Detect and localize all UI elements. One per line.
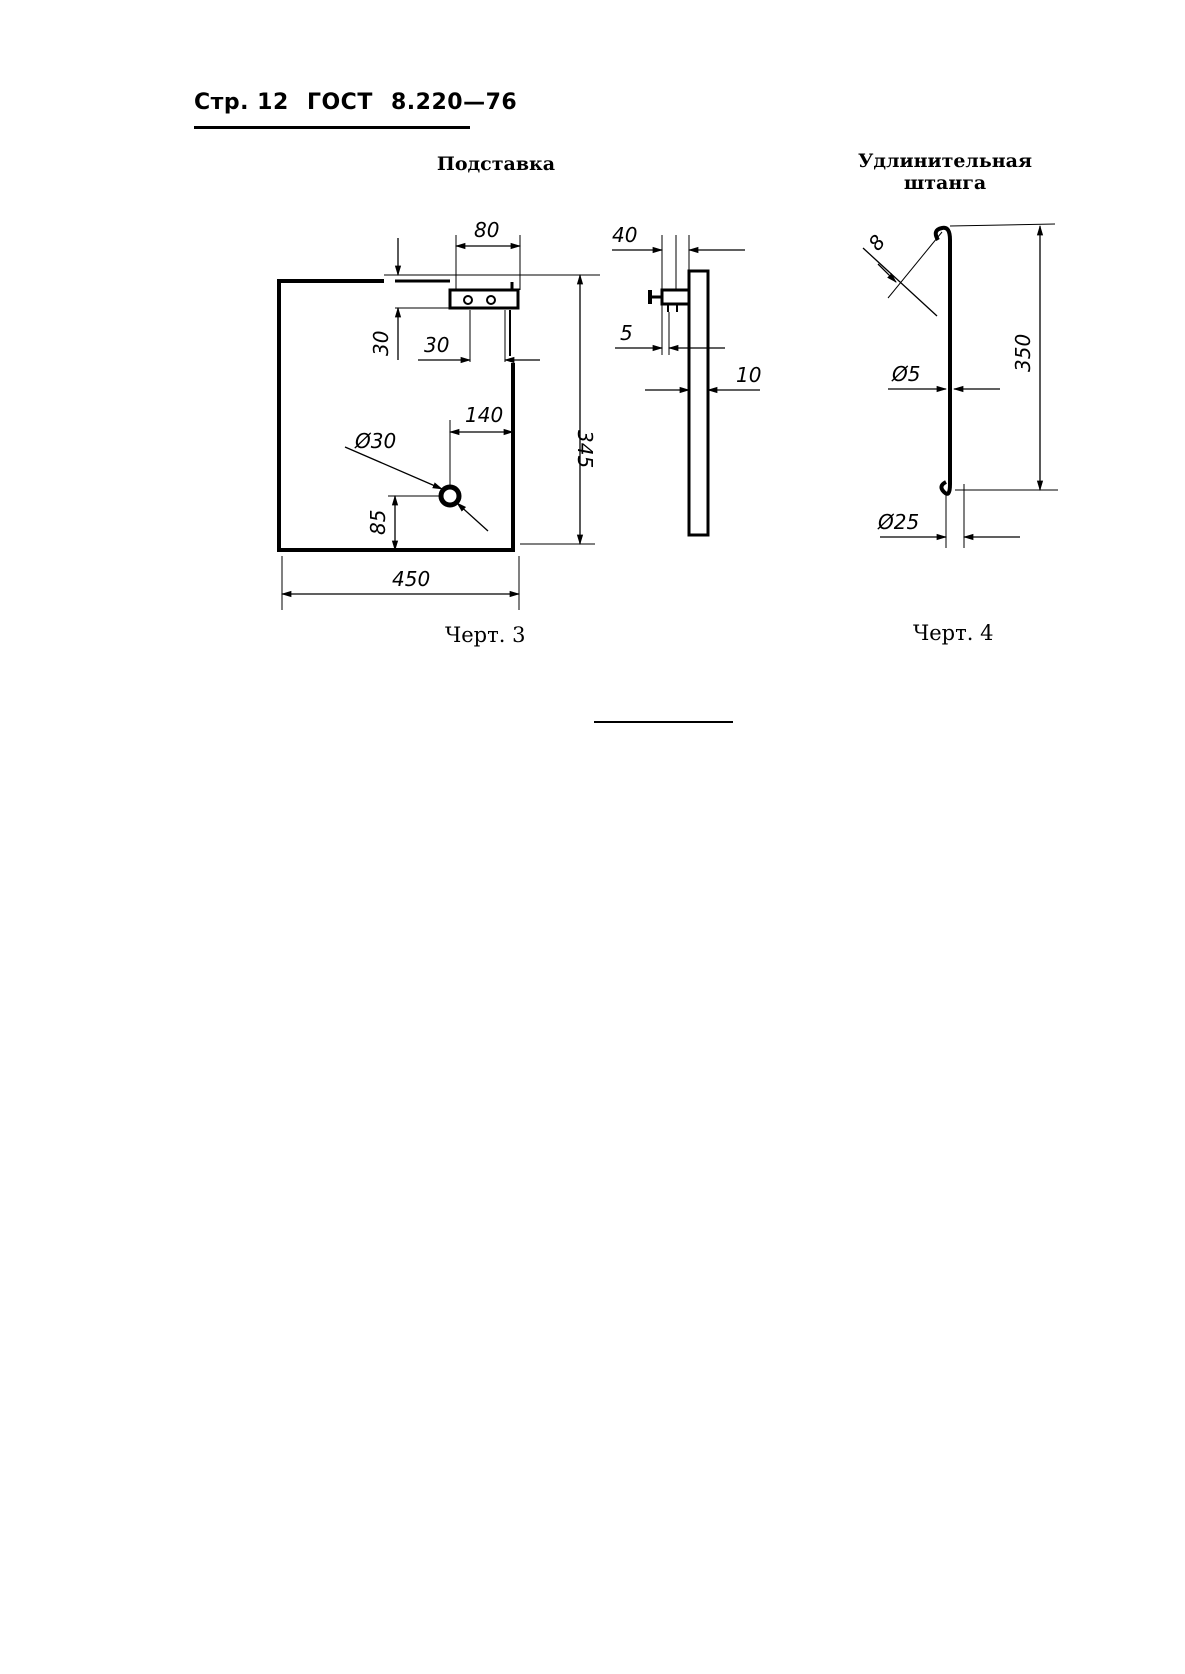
dim-85: 85 xyxy=(366,510,390,535)
figure4-title-line2: штанга xyxy=(903,172,987,194)
page-header: Стр. 12 ГОСТ 8.220—76 xyxy=(194,90,527,115)
dim-5: 5 xyxy=(620,321,633,345)
figure4-title: Удлинительная штанга xyxy=(840,150,1050,194)
standard-label: ГОСТ xyxy=(306,90,373,115)
dim-30-vertical: 30 xyxy=(369,331,393,356)
dim-hole-diameter: Ø30 xyxy=(354,429,396,453)
dim-350: 350 xyxy=(1011,334,1035,372)
dim-345: 345 xyxy=(573,430,597,468)
dim-foot-diameter: Ø25 xyxy=(877,510,919,534)
figure3-title: Подставка xyxy=(436,153,556,175)
figure4-caption: Черт. 4 xyxy=(913,621,994,645)
header-rule xyxy=(194,126,470,129)
figure3-caption: Черт. 3 xyxy=(445,623,526,647)
dim-30-horizontal: 30 xyxy=(424,333,449,357)
dim-10: 10 xyxy=(736,363,761,387)
dim-140: 140 xyxy=(465,403,503,427)
dim-rod-diameter: Ø5 xyxy=(891,362,920,386)
bracket xyxy=(448,288,520,310)
plate-outline xyxy=(277,279,515,552)
stand-front-view xyxy=(277,235,600,610)
standard-number: 8.220—76 xyxy=(391,90,518,115)
rod-body xyxy=(933,225,952,484)
end-rule xyxy=(594,721,733,723)
dim-450: 450 xyxy=(392,567,430,591)
figure4-title-line1: Удлинительная xyxy=(858,150,1032,172)
clamp-body xyxy=(660,288,691,306)
stand-side-view xyxy=(612,235,760,537)
dim-40: 40 xyxy=(612,223,637,247)
hole xyxy=(438,484,462,508)
technical-drawings: 80 30 30 140 Ø30 85 345 450 40 5 10 xyxy=(277,218,1058,610)
side-plate xyxy=(687,269,710,537)
dim-80: 80 xyxy=(474,218,499,242)
page-label: Стр. 12 xyxy=(194,90,289,115)
extension-rod xyxy=(862,223,1058,548)
